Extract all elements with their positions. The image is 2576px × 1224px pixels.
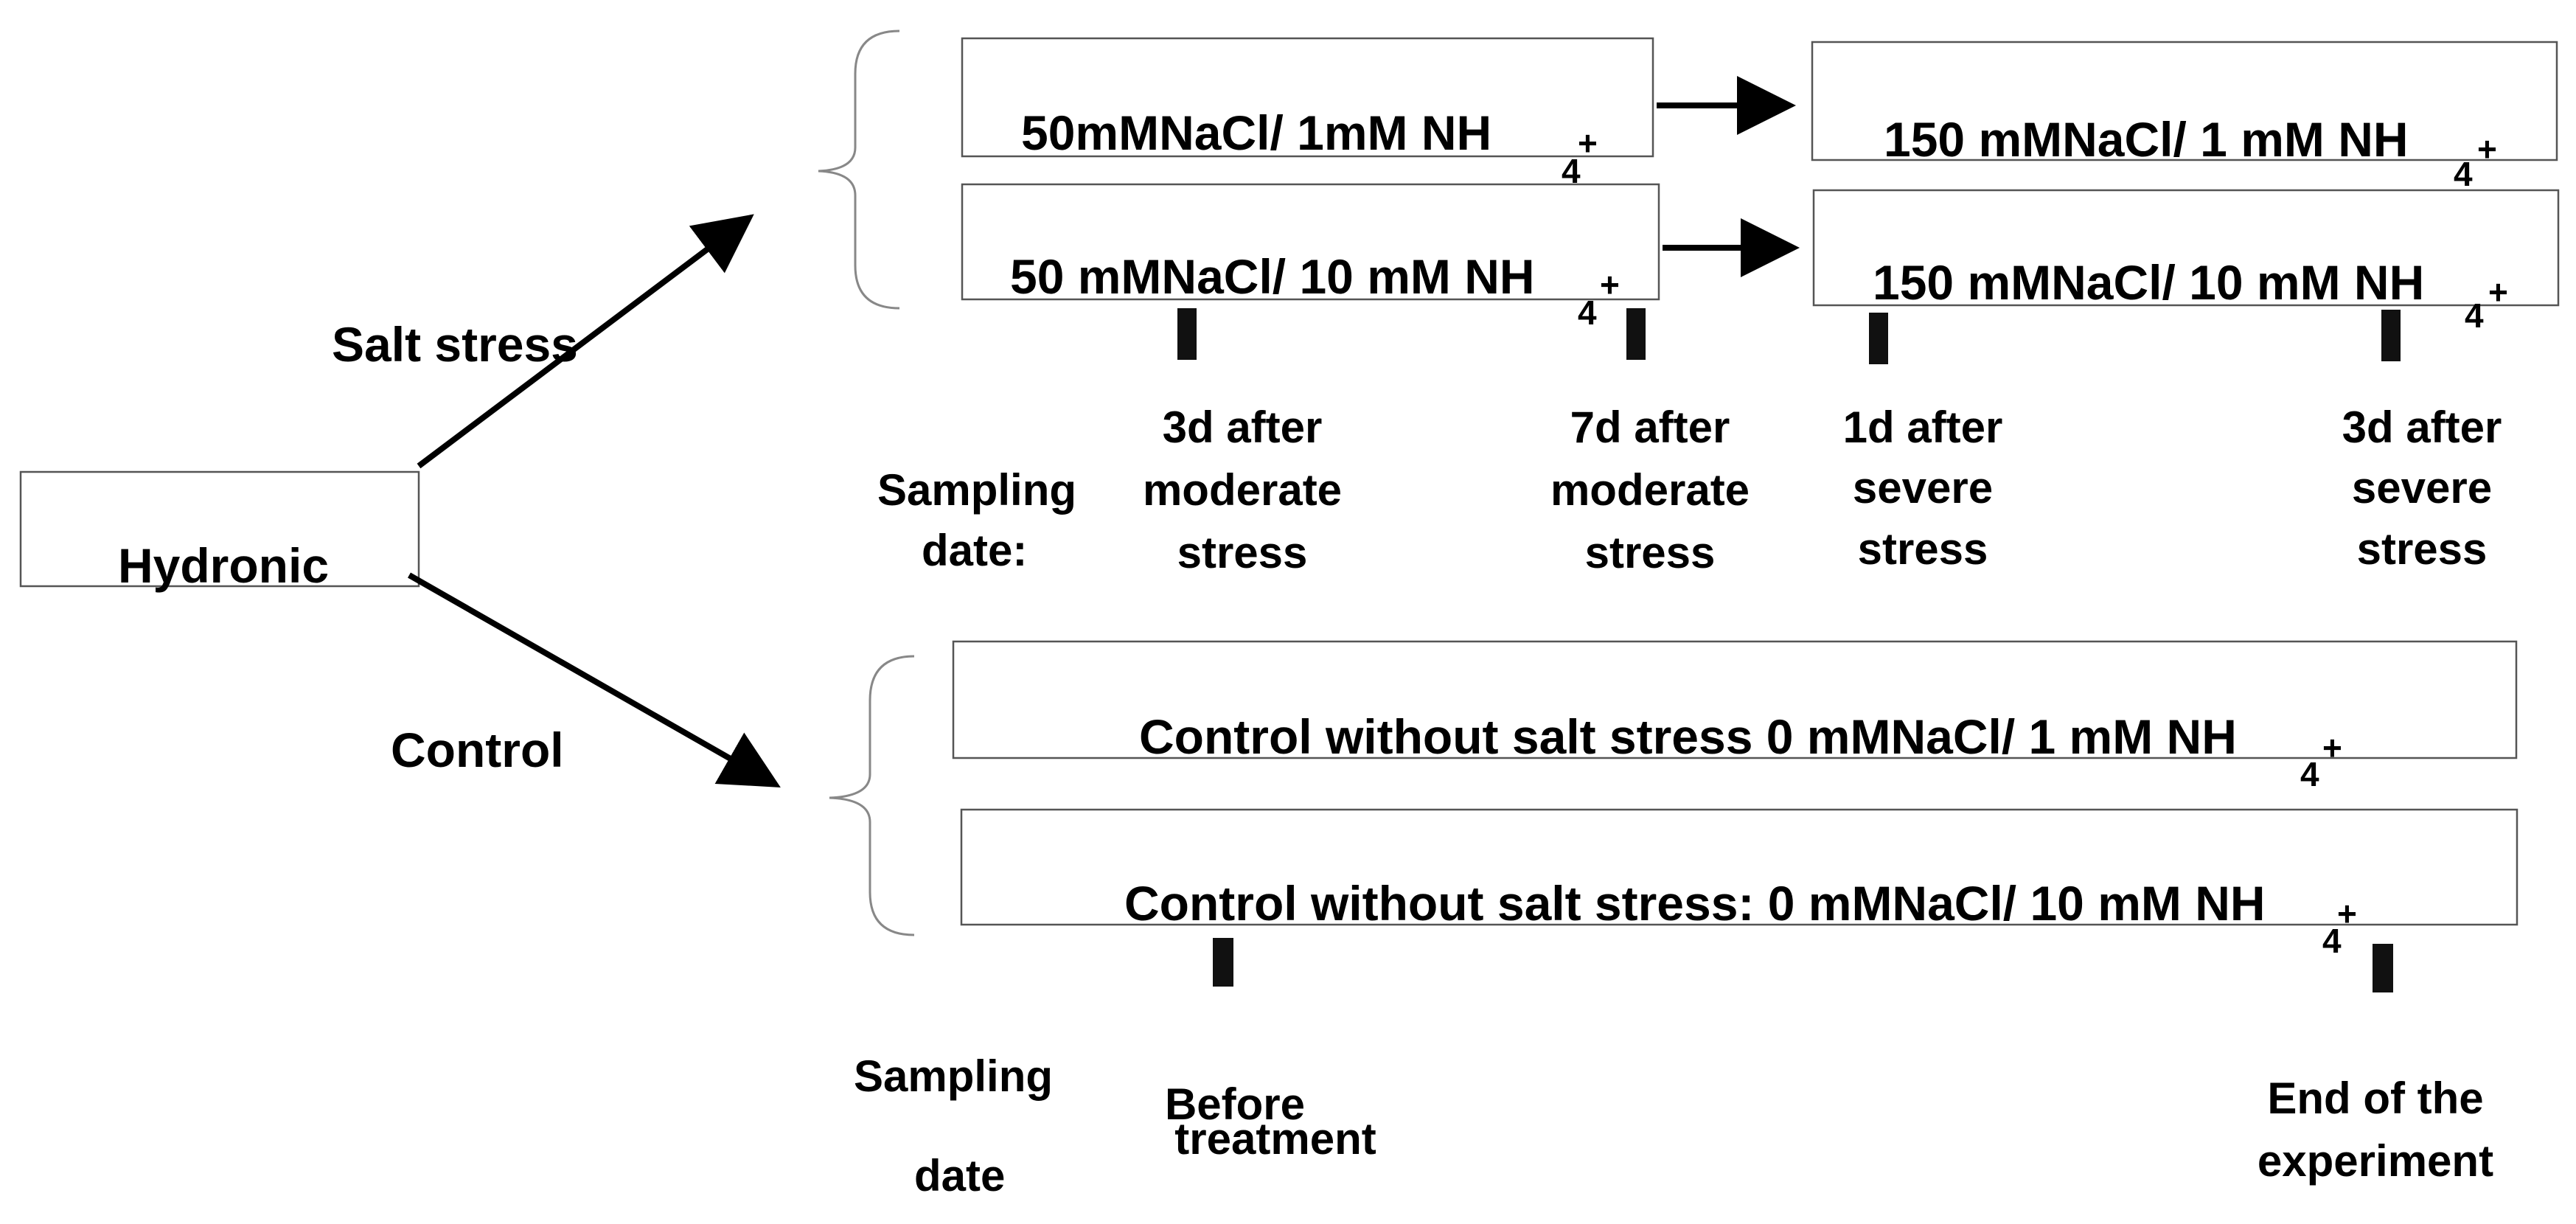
control-1mm-sup: + — [2322, 729, 2342, 767]
sampling-marker-before — [1213, 938, 1233, 987]
control-1mm-box — [952, 640, 2518, 759]
sample-end-l1: End of the — [2267, 1074, 2483, 1123]
sample-end-l2: experiment — [2258, 1136, 2493, 1186]
control-sampling-label-1: Sampling — [854, 1051, 1053, 1101]
sample-3d-moderate-l2: moderate — [1143, 465, 1342, 515]
hydronic-label: Hydronic — [118, 538, 329, 593]
sampling-marker-1d-severe — [1869, 313, 1888, 364]
sampling-marker-3d-moderate — [1177, 308, 1197, 360]
moderate-1mm-sup: + — [1578, 124, 1598, 162]
control-0mm-box — [960, 808, 2518, 926]
sample-before-l2: treatment — [1174, 1114, 1376, 1164]
sample-1d-severe-l2: severe — [1853, 463, 1993, 512]
moderate-0mm-sup: + — [1600, 265, 1620, 304]
salt-brace — [818, 29, 900, 310]
sample-7d-moderate-l3: stress — [1585, 528, 1716, 577]
sample-1d-severe-l3: stress — [1858, 524, 1988, 574]
severe-1mm-label: 150 mMNaCl/ 1 mM NH — [1884, 112, 2409, 167]
severe-1mm-sub: 4 — [2454, 155, 2473, 193]
moderate-0mm-sub: 4 — [1578, 293, 1597, 332]
severe-0mm-sup: + — [2488, 273, 2508, 311]
salt-sampling-label-1: Sampling — [877, 465, 1076, 515]
sample-3d-severe-l1: 3d after — [2342, 403, 2502, 452]
sampling-marker-end — [2373, 944, 2393, 992]
control-0mm-label: Control without salt stress: 0 mMNaCl/ 1… — [1124, 876, 2266, 931]
control-0mm-sub: 4 — [2322, 922, 2342, 960]
sample-3d-severe-l2: severe — [2352, 463, 2492, 512]
sample-7d-moderate-l2: moderate — [1550, 465, 1750, 515]
sample-3d-severe-l3: stress — [2357, 524, 2488, 574]
sample-before-l1: Before — [1165, 1079, 1305, 1129]
severe-0mm-label: 150 mMNaCl/ 10 mM NH — [1873, 255, 2424, 310]
severe-0mm-box — [1812, 189, 2560, 307]
severe-0mm-sub: 4 — [2465, 296, 2484, 335]
control-sampling-label-2: date — [914, 1151, 1005, 1200]
sample-1d-severe-l1: 1d after — [1843, 403, 2003, 452]
control-1mm-sub: 4 — [2300, 755, 2319, 793]
moderate-1mm-box — [961, 37, 1654, 158]
severe-1mm-sup: + — [2477, 130, 2497, 168]
moderate-1mm-label: 50mMNaCl/ 1mM NH — [1021, 105, 1491, 160]
control-1mm-label: Control without salt stress 0 mMNaCl/ 1 … — [1139, 709, 2237, 764]
salt-branch-arrow — [417, 214, 754, 469]
salt-stress-label: Salt stress — [332, 317, 578, 372]
sampling-marker-3d-severe — [2381, 310, 2401, 361]
sample-7d-moderate-l1: 7d after — [1570, 403, 1730, 452]
control-0mm-sup: + — [2337, 894, 2357, 933]
sampling-marker-7d-moderate — [1626, 308, 1646, 360]
moderate-0mm-box — [961, 183, 1660, 301]
sample-3d-moderate-l3: stress — [1177, 528, 1308, 577]
moderate-0mm-label: 50 mMNaCl/ 10 mM NH — [1010, 249, 1535, 304]
control-label: Control — [391, 723, 564, 777]
hydronic-box — [19, 470, 420, 588]
severe-1mm-box — [1811, 41, 2558, 161]
control-brace — [829, 655, 915, 936]
sample-3d-moderate-l1: 3d after — [1163, 403, 1323, 452]
control-branch-arrow — [408, 572, 781, 787]
salt-sampling-label-2: date: — [922, 526, 1027, 575]
